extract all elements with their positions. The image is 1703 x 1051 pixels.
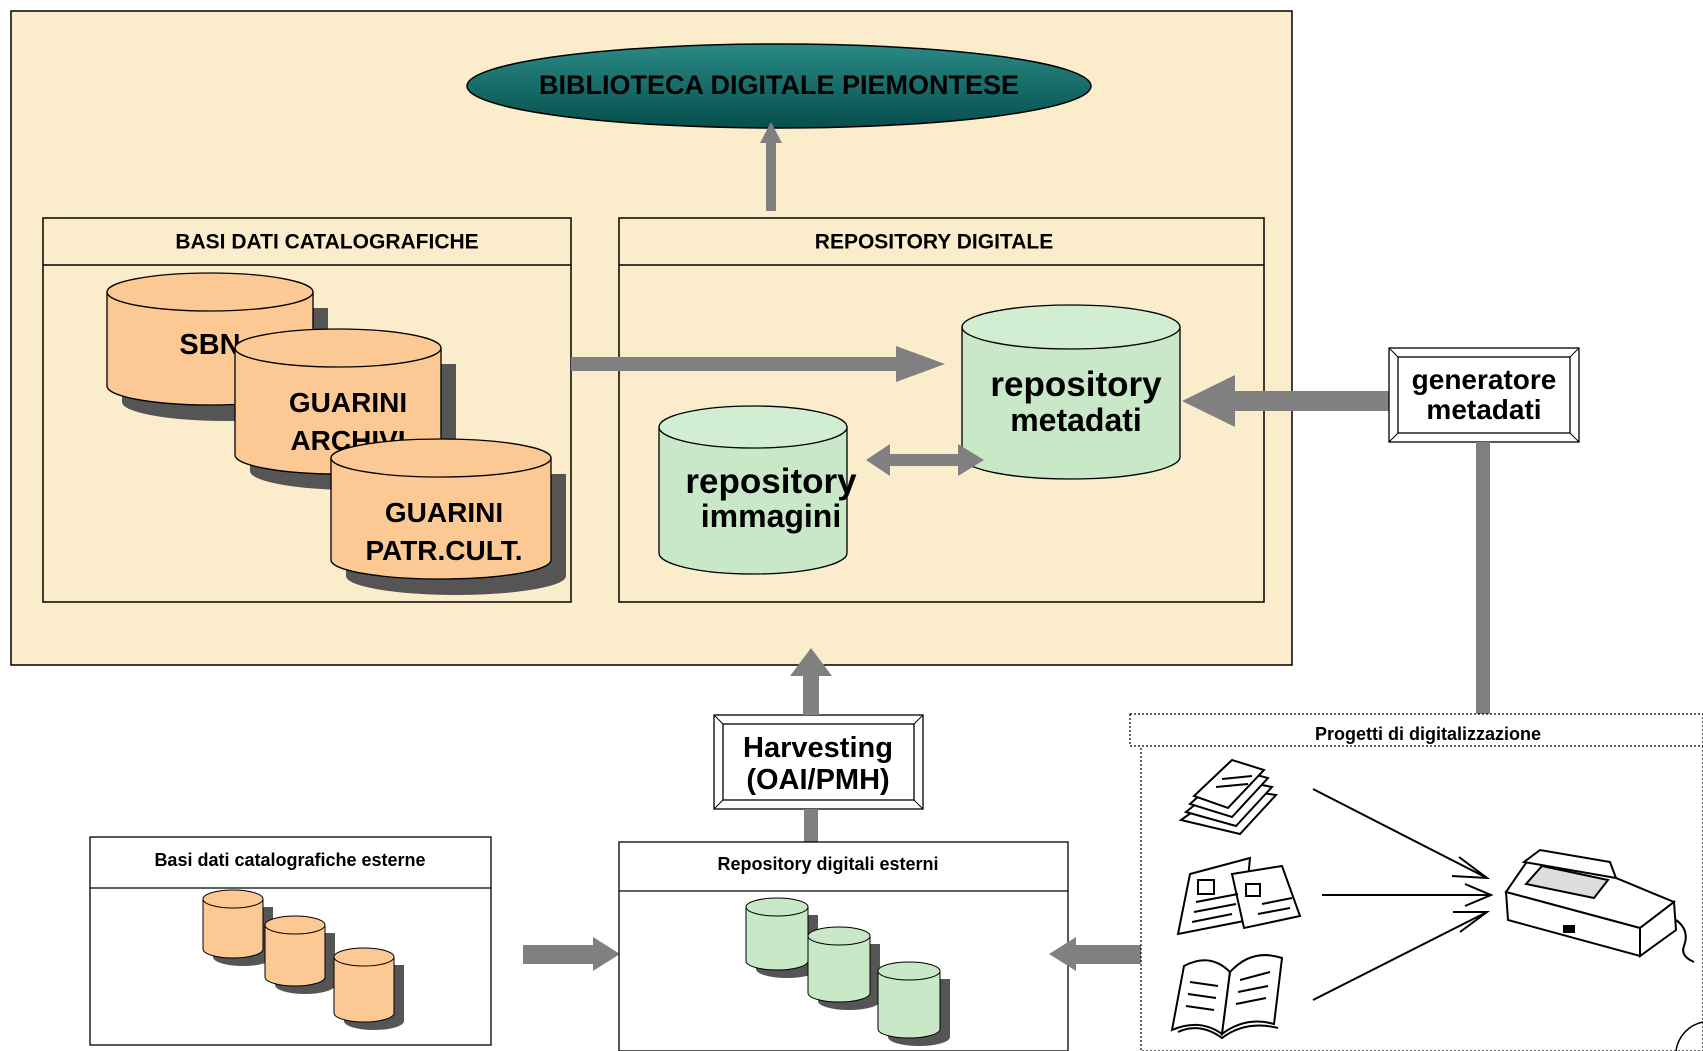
projects-panel-title: Progetti di digitalizzazione — [1315, 724, 1541, 744]
harvesting-box: Harvesting (OAI/PMH) — [713, 714, 924, 810]
arrow-catalog-to-metadati — [571, 346, 945, 382]
external-catalog-db-3 — [333, 947, 404, 1030]
repository-immagini-database: repository immagini — [658, 405, 857, 575]
external-catalog-db-2 — [264, 915, 335, 994]
repository-metadati-line1: repository — [990, 365, 1162, 404]
external-repo-db-3 — [877, 961, 950, 1046]
catalog-panel-title: BASI DATI CATALOGRAFICHE — [175, 231, 478, 254]
repository-panel-title: REPOSITORY DIGITALE — [815, 231, 1053, 254]
guarini-archivi-line1: GUARINI — [289, 387, 407, 418]
external-repository-panel: Repository digitali esterni — [618, 841, 1069, 1051]
repository-metadati-line2: metadati — [1010, 402, 1142, 438]
generatore-line1: generatore — [1412, 364, 1557, 395]
guarini-patr-database: GUARINI PATR.CULT. — [330, 438, 566, 595]
harvesting-line1: Harvesting — [743, 732, 893, 764]
papers-icon — [1178, 758, 1279, 836]
arrow-projects-to-extrepo — [1049, 937, 1146, 971]
title-ellipse: BIBLIOTECA DIGITALE PIEMONTESE — [466, 43, 1092, 129]
external-catalog-title: Basi dati catalografiche esterne — [154, 850, 425, 870]
repository-immagini-line2: immagini — [701, 498, 841, 534]
external-catalog-panel: Basi dati catalografiche esterne — [89, 836, 492, 1046]
external-repo-db-1 — [745, 897, 818, 978]
sbn-label: SBN — [179, 329, 240, 361]
connector-projects-to-generatore — [1476, 442, 1490, 714]
title-text: BIBLIOTECA DIGITALE PIEMONTESE — [539, 70, 1019, 100]
arrows-to-scanner — [1312, 788, 1494, 1001]
generatore-metadati-box: generatore metadati — [1388, 347, 1580, 443]
catalog-panel: BASI DATI CATALOGRAFICHE — [42, 217, 572, 603]
arrow-repo-to-title — [760, 122, 782, 211]
guarini-patr-line1: GUARINI — [385, 497, 503, 528]
repository-metadati-database: repository metadati — [961, 304, 1181, 480]
arrow-extcatalog-to-extrepo — [523, 937, 620, 971]
arrow-immagini-metadati — [866, 444, 984, 476]
page-corner-mark — [1675, 1021, 1703, 1051]
generatore-line2: metadati — [1426, 394, 1541, 425]
external-repository-title: Repository digitali esterni — [717, 854, 938, 874]
open-book-icon — [1170, 954, 1284, 1040]
connector-extrepo-to-harvesting — [804, 809, 818, 842]
repository-immagini-line1: repository — [685, 462, 857, 501]
scanner-icon — [1504, 848, 1695, 963]
arrow-generatore-to-metadati — [1182, 375, 1389, 427]
newspaper-icon — [1176, 856, 1302, 936]
external-repo-db-2 — [807, 926, 880, 1010]
harvesting-line2: (OAI/PMH) — [746, 764, 889, 796]
guarini-patr-line2: PATR.CULT. — [365, 535, 522, 566]
arrow-harvesting-to-main — [790, 648, 832, 715]
external-catalog-db-1 — [202, 889, 273, 966]
